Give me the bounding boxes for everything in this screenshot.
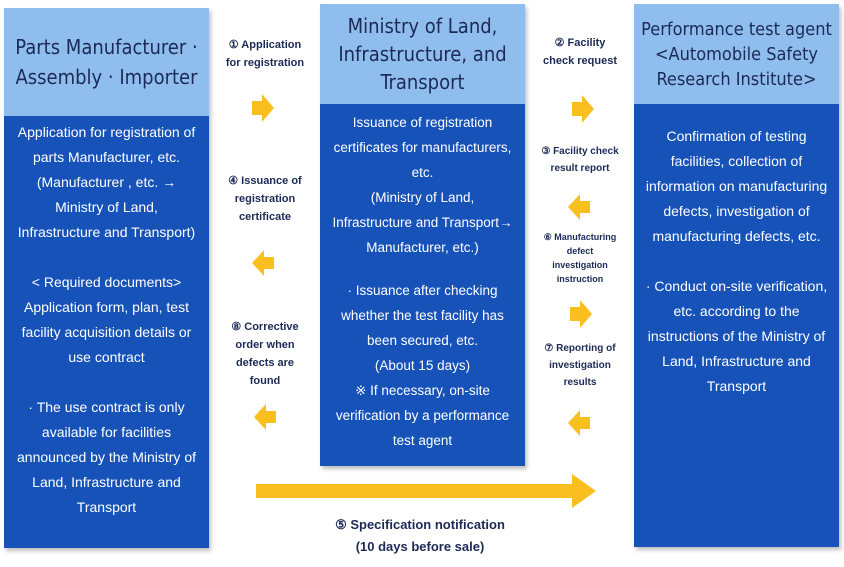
ministry-panel: Ministry of Land, Infrastructure, and Tr… <box>320 4 525 466</box>
test-agent-text: defects, investigation of <box>663 203 810 219</box>
test-agent-text: manufacturing defects, etc. <box>652 228 821 244</box>
manufacturer-text: Application form, plan, test <box>24 299 189 315</box>
step-8-line: ⑧ Corrective <box>231 321 299 333</box>
manufacturer-text: use contract <box>68 349 145 365</box>
step-5-line: ⑤ Specification notification <box>335 517 505 532</box>
step-6-line: investigation <box>552 260 608 270</box>
step-2-line: check request <box>543 55 617 67</box>
test-agent-text: etc. according to the <box>673 303 800 319</box>
step-1-label: ① Application for registration <box>214 36 316 72</box>
step-8-line: found <box>249 375 281 387</box>
arrow-right-step-1 <box>252 94 274 122</box>
manufacturer-text: < Required documents> <box>31 274 182 290</box>
manufacturer-text: facility acquisition details or <box>21 324 192 340</box>
manufacturer-title-line1: Parts Manufacturer · <box>15 35 198 59</box>
manufacturer-header: Parts Manufacturer · Assembly · Importer <box>4 8 209 116</box>
step-6-line: ⑥ Manufacturing <box>543 232 617 242</box>
step-4-line: registration <box>234 193 296 205</box>
manufacturer-text: Infrastructure and Transport) <box>17 224 196 240</box>
test-agent-body: Confirmation of testing facilities, coll… <box>634 124 839 547</box>
arrow-left-step-8 <box>254 404 276 430</box>
test-agent-text: · Conduct on-site verification, <box>645 278 828 294</box>
step-5-line: (10 days before sale) <box>355 539 485 554</box>
step-7-line: ⑦ Reporting of <box>544 343 616 354</box>
ministry-text: verification by a performance <box>335 408 510 423</box>
step-8-line: defects are <box>235 357 295 369</box>
step-7-label: ⑦ Reporting of investigation results <box>530 340 630 391</box>
manufacturer-title-line2: Assembly · Importer <box>15 65 198 89</box>
test-agent-text: facilities, collection of <box>670 153 803 169</box>
arrow-right-step-2 <box>572 95 594 123</box>
test-agent-title-line2: <Automobile Safety <box>654 43 819 65</box>
arrow-right-step-6 <box>570 300 592 328</box>
ministry-text: Manufacturer, etc.) <box>366 240 479 255</box>
ministry-text: been secured, etc. <box>366 333 479 348</box>
ministry-text: test agent <box>392 433 453 448</box>
step-8-line: order when <box>235 339 295 351</box>
test-agent-title-line3: Research Institute> <box>656 68 817 90</box>
step-6-line: instruction <box>556 274 604 284</box>
step-8-label: ⑧ Corrective order when defects are foun… <box>214 318 316 390</box>
manufacturer-text: announced by the Ministry of <box>17 449 196 465</box>
ministry-title-line3: Transport <box>380 70 465 94</box>
ministry-title-line2: Infrastructure, and <box>338 42 507 66</box>
ministry-text: etc. <box>411 165 434 180</box>
ministry-text: certificates for manufacturers, <box>333 140 512 155</box>
manufacturer-text: Land, Infrastructure and <box>32 474 181 490</box>
step-1-line: ① Application <box>228 39 302 51</box>
step-2-line: ② Facility <box>554 37 606 49</box>
manufacturer-text: Transport <box>76 499 137 515</box>
ministry-text: whether the test facility has <box>341 308 504 323</box>
step-2-label: ② Facility check request <box>530 34 630 70</box>
step-1-line: for registration <box>225 57 305 69</box>
step-7-line: results <box>563 377 597 388</box>
ministry-header: Ministry of Land, Infrastructure, and Tr… <box>320 4 525 104</box>
manufacturer-text: Ministry of Land, <box>55 199 158 215</box>
test-agent-header: Performance test agent <Automobile Safet… <box>634 4 839 104</box>
step-4-line: certificate <box>239 211 291 223</box>
arrow-right-step-5 <box>256 474 596 508</box>
ministry-text: · Issuance after checking <box>347 283 498 298</box>
step-3-line: result report <box>550 163 610 174</box>
step-3-line: ③ Facility check <box>541 146 619 157</box>
manufacturer-text: (Manufacturer , etc. → <box>36 174 177 190</box>
step-3-label: ③ Facility check result report <box>530 143 630 177</box>
ministry-title-line1: Ministry of Land, <box>347 14 498 38</box>
ministry-text: Issuance of registration <box>352 115 493 130</box>
step-4-line: ④ Issuance of <box>228 175 302 187</box>
manufacturer-body: Application for registration of parts Ma… <box>4 120 209 548</box>
manufacturer-text: parts Manufacturer, etc. <box>32 149 181 165</box>
step-6-line: defect <box>566 246 594 256</box>
test-agent-title-line1: Performance test agent <box>641 18 832 40</box>
arrow-left-step-3 <box>568 194 590 220</box>
step-7-line: investigation <box>549 360 611 371</box>
ministry-text: ※ If necessary, on-site <box>355 383 490 398</box>
arrow-left-step-7 <box>568 410 590 436</box>
test-agent-text: Land, Infrastructure and <box>662 353 811 369</box>
test-agent-text: Transport <box>706 378 767 394</box>
step-4-label: ④ Issuance of registration certificate <box>214 172 316 226</box>
step-6-label: ⑥ Manufacturing defect investigation ins… <box>530 230 630 286</box>
ministry-text: (Ministry of Land, <box>370 190 475 205</box>
step-5-label: ⑤ Specification notification (10 days be… <box>300 514 540 558</box>
manufacturer-text: Application for registration of <box>17 124 196 140</box>
manufacturer-text: · The use contract is only <box>28 399 185 415</box>
ministry-text: (About 15 days) <box>374 358 471 373</box>
manufacturer-text: available for facilities <box>41 424 172 440</box>
ministry-body: Issuance of registration certificates fo… <box>320 110 525 466</box>
test-agent-text: information on manufacturing <box>645 178 828 194</box>
arrow-left-step-4 <box>252 250 274 276</box>
manufacturer-panel: Parts Manufacturer · Assembly · Importer… <box>4 8 209 548</box>
test-agent-text: Confirmation of testing <box>666 128 807 144</box>
test-agent-text: instructions of the Ministry of <box>647 328 826 344</box>
ministry-text: Infrastructure and Transport→ <box>332 215 513 230</box>
test-agent-panel: Performance test agent <Automobile Safet… <box>634 4 839 547</box>
